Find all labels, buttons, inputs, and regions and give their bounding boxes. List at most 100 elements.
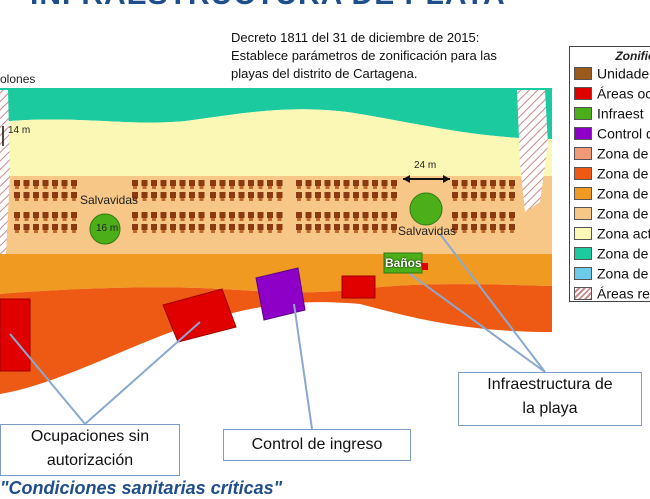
umbrella-chair <box>268 198 272 201</box>
legend-label: Infraest <box>597 105 644 122</box>
umbrella-unit <box>452 192 458 198</box>
umbrella-chair <box>453 218 457 221</box>
umbrella-unit <box>132 180 138 186</box>
umbrella-chair <box>277 186 282 189</box>
umbrella-chair <box>53 218 57 221</box>
umbrella-chair <box>142 186 147 189</box>
umbrella-unit <box>33 180 39 186</box>
umbrella-unit <box>362 224 369 230</box>
umbrella-unit <box>391 180 397 186</box>
umbrella-chair <box>43 230 48 233</box>
umbrella-chair <box>133 230 137 233</box>
umbrella-unit <box>42 212 49 218</box>
umbrella-chair <box>491 198 495 201</box>
umbrella-unit <box>324 212 331 218</box>
umbrella-chair <box>62 186 67 189</box>
umbrella-unit <box>219 212 226 218</box>
legend-item: Zona de <box>574 144 648 162</box>
legend-label: Zona de <box>597 205 649 222</box>
umbrella-unit <box>296 180 302 186</box>
legend-swatch <box>574 106 592 120</box>
umbrella-chair <box>133 186 137 189</box>
umbrella-unit <box>219 192 226 198</box>
umbrella-unit <box>23 192 30 198</box>
umbrella-unit <box>391 224 397 230</box>
umbrella-unit <box>189 224 195 230</box>
connector-line <box>293 303 313 430</box>
umbrella-chair <box>354 230 358 233</box>
umbrella-unit <box>198 224 205 230</box>
umbrella-unit <box>391 212 397 218</box>
legend-label: Zona act <box>597 225 650 242</box>
umbrella-chair <box>316 218 320 221</box>
umbrella-unit <box>276 192 283 198</box>
umbrella-chair <box>382 230 387 233</box>
legend-swatch <box>574 146 592 160</box>
umbrella-chair <box>239 186 244 189</box>
umbrella-chair <box>199 186 204 189</box>
umbrella-unit <box>229 192 235 198</box>
umbrella-chair <box>382 198 387 201</box>
slide-title: INFRAESTRUCTURA DE PLAYA <box>30 0 506 12</box>
umbrella-unit <box>509 192 515 198</box>
umbrella-chair <box>258 218 263 221</box>
umbrella-chair <box>354 186 358 189</box>
umbrella-unit <box>61 212 68 218</box>
umbrella-unit <box>362 192 369 198</box>
connector-line <box>409 273 546 373</box>
umbrella-chair <box>199 198 204 201</box>
umbrella-unit <box>353 224 359 230</box>
umbrella-chair <box>462 198 467 201</box>
umbrella-unit <box>461 180 468 186</box>
dim-label-24m: 24 m <box>414 160 437 171</box>
umbrella-chair <box>220 198 225 201</box>
umbrella-unit <box>381 224 388 230</box>
umbrella-chair <box>481 198 486 201</box>
legend-swatch <box>574 86 592 100</box>
umbrella-chair <box>171 198 175 201</box>
umbrella-unit <box>132 224 138 230</box>
umbrella-unit <box>160 180 167 186</box>
umbrella-unit <box>14 192 20 198</box>
umbrella-unit <box>151 192 157 198</box>
umbrella-chair <box>211 186 215 189</box>
umbrella-unit <box>170 224 176 230</box>
umbrella-chair <box>199 218 204 221</box>
umbrella-chair <box>199 230 204 233</box>
umbrella-unit <box>229 212 235 218</box>
umbrella-unit <box>305 224 312 230</box>
decree-line: Establece parámetros de zonificación par… <box>231 48 497 63</box>
umbrella-chair <box>462 186 467 189</box>
umbrella-chair <box>306 218 311 221</box>
legend-swatch <box>574 246 592 260</box>
umbrella-unit <box>141 180 148 186</box>
umbrella-unit <box>499 212 506 218</box>
legend-title: Zonific <box>615 49 650 63</box>
legend-swatch <box>574 186 592 200</box>
umbrella-chair <box>491 186 495 189</box>
umbrella-chair <box>373 230 377 233</box>
umbrella-chair <box>62 198 67 201</box>
umbrella-chair <box>344 198 349 201</box>
service-zone <box>0 284 552 394</box>
banos-label: Baños <box>385 256 422 270</box>
umbrella-chair <box>335 186 339 189</box>
umbrella-chair <box>335 230 339 233</box>
umbrella-chair <box>190 218 194 221</box>
umbrella-unit <box>189 192 195 198</box>
umbrella-chair <box>249 230 253 233</box>
umbrella-chair <box>277 198 282 201</box>
umbrella-unit <box>52 180 58 186</box>
umbrella-unit <box>499 192 506 198</box>
umbrella-chair <box>354 198 358 201</box>
callout-line: la playa <box>522 400 578 417</box>
umbrella-unit <box>238 224 245 230</box>
umbrella-chair <box>491 230 495 233</box>
umbrella-chair <box>363 198 368 201</box>
umbrella-unit <box>23 212 30 218</box>
umbrella-unit <box>151 224 157 230</box>
entry-control-block <box>255 267 306 321</box>
umbrella-unit <box>132 212 138 218</box>
umbrella-chair <box>268 218 272 221</box>
